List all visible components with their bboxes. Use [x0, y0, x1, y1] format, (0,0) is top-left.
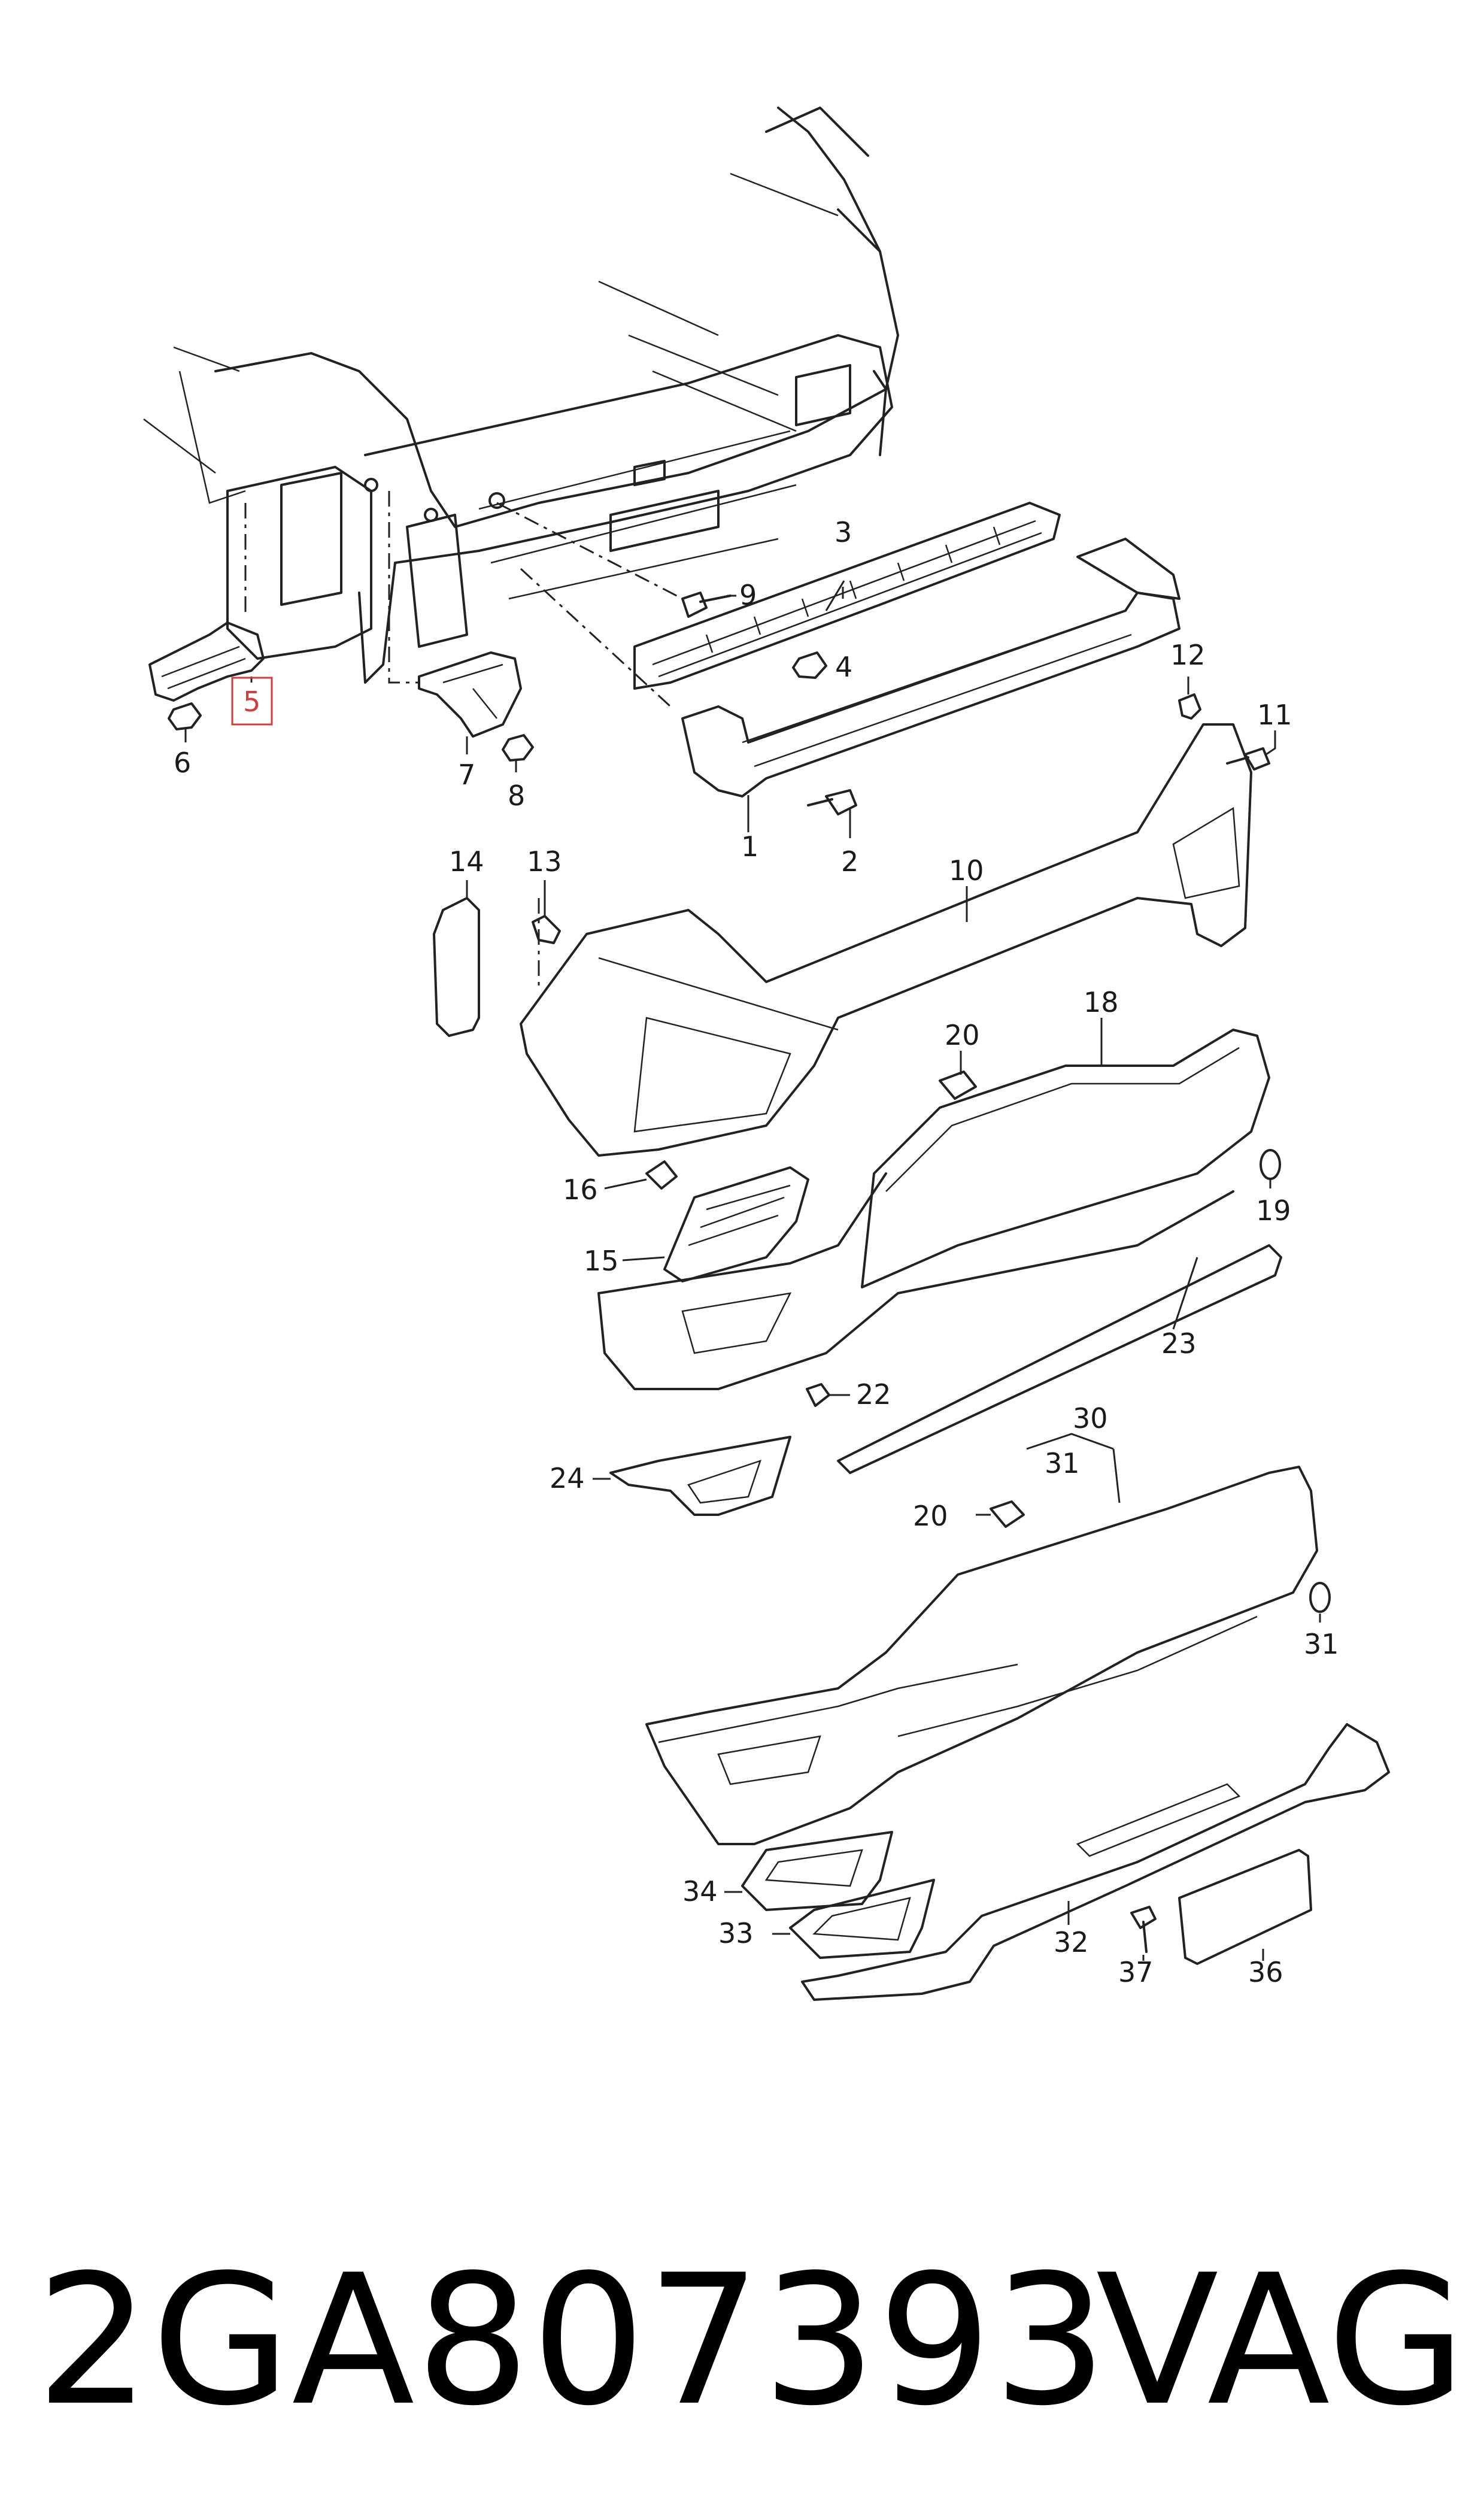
- label-30: 30: [1073, 1402, 1108, 1435]
- lower-bumper-assembly: [597, 1172, 1234, 1390]
- bolt-part-9: [496, 502, 732, 618]
- label-20-lower: 20: [913, 1500, 948, 1532]
- right-bracket-part-7: [388, 491, 522, 738]
- label-32: 32: [1054, 1926, 1089, 1958]
- license-plate-bracket-part-36: [1178, 1849, 1312, 1965]
- label-13: 13: [527, 845, 562, 878]
- label-7: 7: [458, 759, 475, 791]
- label-24: 24: [550, 1462, 585, 1494]
- label-36: 36: [1248, 1956, 1283, 1988]
- label-9: 9: [739, 579, 757, 611]
- energy-absorber-part-3: [633, 502, 1061, 690]
- cap-part-31: [1309, 1582, 1331, 1613]
- label-20-upper: 20: [945, 1019, 980, 1051]
- label-12: 12: [1170, 639, 1206, 671]
- label-33: 33: [718, 1917, 754, 1949]
- brand-name: VAG: [1095, 2236, 1466, 2445]
- label-31-upper: 31: [1045, 1447, 1080, 1479]
- label-22: 22: [856, 1378, 891, 1411]
- diffuser-part-32: [801, 1723, 1390, 2001]
- nut-part-4: [792, 651, 827, 679]
- nut-part-8: [502, 734, 534, 762]
- label-23: 23: [1161, 1327, 1197, 1360]
- label-1: 1: [741, 830, 758, 863]
- insert-part-33: [789, 1879, 935, 1959]
- label-10: 10: [949, 854, 984, 887]
- trim-strip-part-23: [837, 1244, 1282, 1474]
- bumper-cover-part-10: [520, 723, 1252, 1157]
- clip-part-16: [645, 1160, 678, 1190]
- insert-part-34: [741, 1831, 893, 1911]
- left-bracket-part-5: [148, 503, 265, 702]
- clip-part-20-lower: [990, 1500, 1025, 1528]
- callout-labels: 1 2 3 4 5 6 7 8 9 10 11 12 13 14 15 16 1…: [174, 516, 1339, 1988]
- label-5-highlight-box: [231, 677, 273, 726]
- screw-part-37: [1130, 1906, 1157, 1953]
- label-19: 19: [1256, 1194, 1291, 1227]
- label-14: 14: [449, 845, 484, 878]
- leader-lines: [184, 580, 1321, 1961]
- lower-diffuser-assembly-part-30: [645, 1466, 1318, 1845]
- label-8: 8: [508, 780, 525, 812]
- footer: 2GA807393 VAG: [0, 2203, 1484, 2479]
- label-34: 34: [682, 1875, 718, 1908]
- part-number: 2GA807393: [36, 2236, 1109, 2445]
- label-37: 37: [1118, 1956, 1154, 1988]
- rear-body-panel: [143, 107, 899, 684]
- clip-part-22: [806, 1383, 830, 1407]
- cap-part-19: [1260, 1149, 1281, 1180]
- label-2: 2: [841, 845, 858, 878]
- label-5: 5: [243, 686, 260, 718]
- label-16: 16: [563, 1173, 598, 1206]
- bumper-beam-part-1: [520, 538, 1180, 797]
- clip-part-13: [532, 898, 561, 988]
- clip-part-20-upper: [939, 1071, 977, 1100]
- reflector-part-14: [433, 897, 480, 1037]
- label-6: 6: [174, 747, 191, 779]
- clip-part-12: [1178, 693, 1201, 720]
- insert-part-24: [609, 1436, 791, 1516]
- label-31-lower: 31: [1304, 1628, 1339, 1660]
- label-11: 11: [1257, 699, 1292, 731]
- label-18: 18: [1084, 986, 1119, 1018]
- bolt-part-2: [807, 789, 857, 815]
- label-4: 4: [835, 651, 852, 683]
- label-15: 15: [584, 1245, 619, 1277]
- diffuser-part-18: [861, 1029, 1270, 1288]
- nut-part-6: [168, 702, 202, 730]
- label-3: 3: [834, 516, 852, 548]
